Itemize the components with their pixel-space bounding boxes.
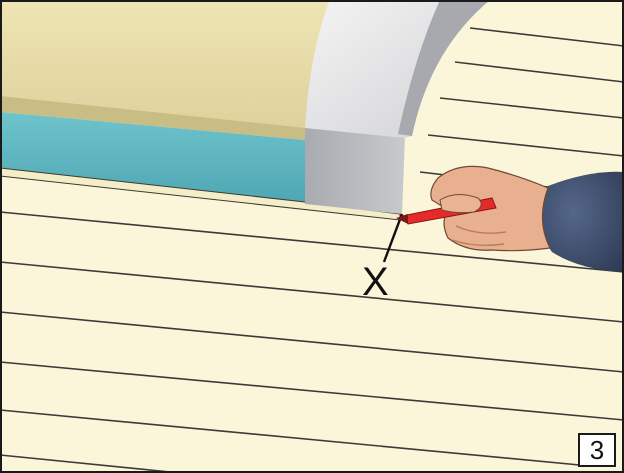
step-number-badge: 3 xyxy=(578,433,616,467)
thumb xyxy=(440,194,481,212)
step-number: 3 xyxy=(590,435,604,466)
grey-block xyxy=(305,128,405,214)
callout-label: X xyxy=(362,262,389,302)
